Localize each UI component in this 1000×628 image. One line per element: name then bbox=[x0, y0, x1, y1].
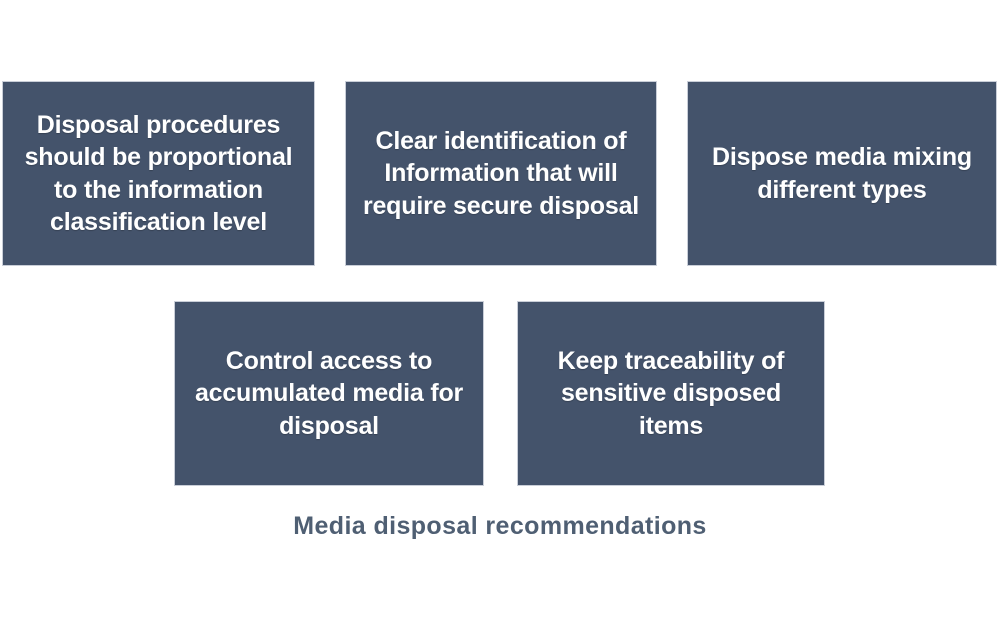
recommendation-box-4: Control access to accumulated media for … bbox=[174, 301, 484, 486]
recommendation-box-5: Keep traceability of sensitive disposed … bbox=[517, 301, 825, 486]
recommendation-box-2: Clear identification of Information that… bbox=[345, 81, 657, 266]
recommendation-box-3: Dispose media mixing different types bbox=[687, 81, 997, 266]
recommendation-box-5-text: Keep traceability of sensitive disposed … bbox=[557, 346, 785, 440]
recommendation-box-3-text: Dispose media mixing different types bbox=[712, 143, 972, 204]
recommendation-box-4-text: Control access to accumulated media for … bbox=[194, 346, 464, 440]
recommendation-box-1-text: Disposal procedures should be proportion… bbox=[24, 110, 293, 237]
recommendation-box-1: Disposal procedures should be proportion… bbox=[2, 81, 315, 266]
recommendation-box-2-text: Clear identification of Information that… bbox=[362, 126, 640, 220]
diagram-caption: Media disposal recommendations bbox=[293, 512, 707, 540]
